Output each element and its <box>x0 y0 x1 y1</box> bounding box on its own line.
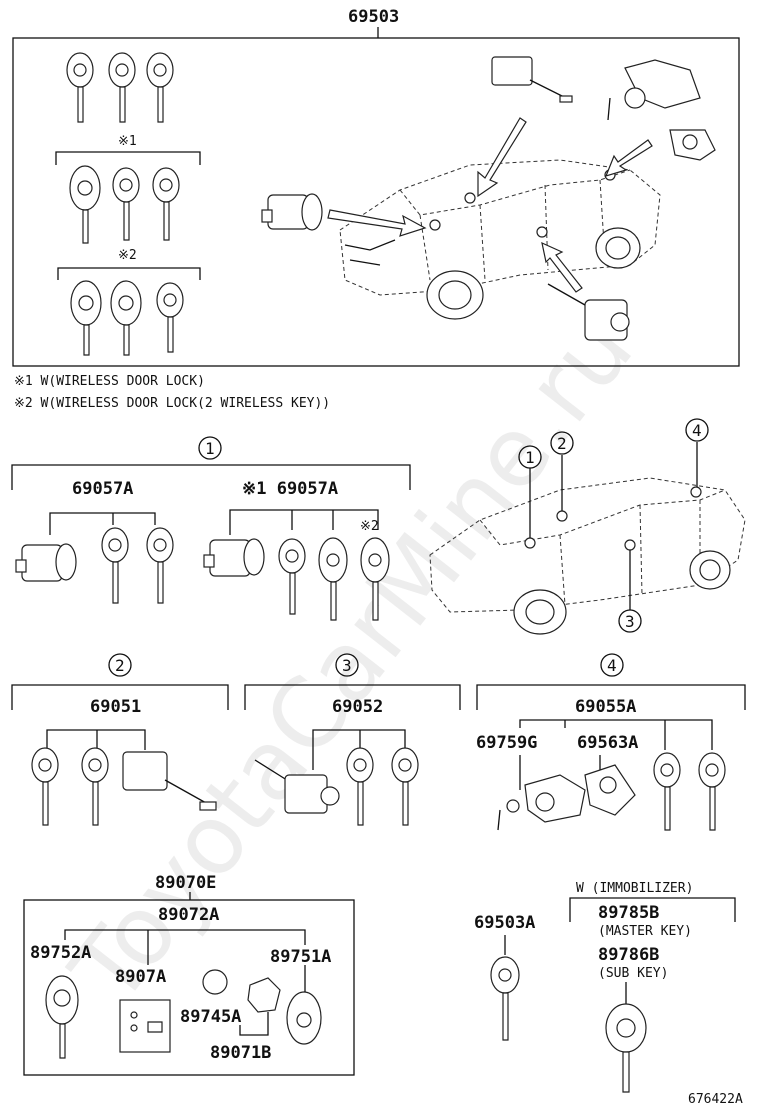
note-1: ※1 W(WIRELESS DOOR LOCK) <box>14 374 205 389</box>
arrow-ignition <box>327 209 427 237</box>
group4-keys <box>653 752 726 831</box>
group4-luggage-cylinder <box>497 774 586 831</box>
figure-id: 676422A <box>688 1092 743 1107</box>
remote-case <box>247 977 281 1013</box>
remote-hardware-kit <box>119 999 171 1053</box>
blank-key <box>490 956 520 1041</box>
index-callout-2-label: 2 <box>557 434 567 453</box>
callout-1-label: 1 <box>205 439 215 458</box>
remote-box <box>23 899 355 1076</box>
blank-key-number: 69503A <box>474 913 535 933</box>
callout-3-group: 3 <box>335 653 359 677</box>
group4-number: 69055A <box>575 697 636 717</box>
note-2: ※2 W(WIRELESS DOOR LOCK(2 WIRELESS KEY)) <box>14 396 330 411</box>
vehicle-illustration-index <box>429 477 746 635</box>
group2-number: 69051 <box>90 697 141 717</box>
remote-top-number: 89070E <box>155 873 216 893</box>
door-cylinder-top <box>547 283 630 341</box>
index-callout-4-label: 4 <box>692 421 702 440</box>
master-key-number: 89785B <box>598 903 659 923</box>
index-callout-1-label: 1 <box>525 448 535 467</box>
group3-keys <box>346 747 419 826</box>
top-assembly-box <box>12 37 740 367</box>
master-key-label: (MASTER KEY) <box>598 924 692 939</box>
group4-lock-plate <box>584 764 636 816</box>
group2-door-cylinder <box>122 751 217 811</box>
index-callout-2: 2 <box>550 431 574 455</box>
key-set-standard <box>66 52 174 123</box>
callout-4-group: 4 <box>600 653 624 677</box>
marker-2: ※2 <box>118 248 137 263</box>
group3-number: 69052 <box>332 697 383 717</box>
remote-transmitter <box>286 991 322 1045</box>
top-assembly-number: 69503 <box>348 7 399 27</box>
group1-right-ignition-cylinder <box>203 538 265 577</box>
callout-4-label: 4 <box>607 656 617 675</box>
group2-keys <box>31 747 109 826</box>
immobilizer-key <box>605 1003 647 1093</box>
remote-left-number: 89752A <box>30 943 91 963</box>
arrow-trunk-top <box>477 117 527 198</box>
trunk-cylinder-top <box>491 56 573 103</box>
index-callout-3-label: 3 <box>625 612 635 631</box>
index-callout-3: 3 <box>618 609 642 633</box>
luggage-cylinder-top <box>607 59 701 121</box>
index-callout-1: 1 <box>518 445 542 469</box>
remote-right-number: 89751A <box>270 947 331 967</box>
arrow-trunk <box>604 139 653 177</box>
remote-battery <box>202 969 228 995</box>
remote-key <box>45 975 79 1059</box>
group1-left-keys <box>101 527 174 604</box>
group1-left-number: 69057A <box>72 479 133 499</box>
callout-2-group: 2 <box>108 653 132 677</box>
group1-right-number: ※1 69057A <box>242 479 338 499</box>
arrow-door <box>541 241 583 293</box>
group3-door-cylinder <box>254 759 340 814</box>
vehicle-illustration-top <box>339 159 661 320</box>
key-set-wireless <box>69 165 180 244</box>
group1-sub-marker: ※2 <box>360 519 379 534</box>
key-set-two-wireless <box>70 280 184 356</box>
group4-sub-a: 69759G <box>476 733 537 753</box>
sub-key-number: 89786B <box>598 945 659 965</box>
remote-case-number: 89071B <box>210 1043 271 1063</box>
immobilizer-label: W (IMMOBILIZER) <box>576 881 693 896</box>
group4-sub-b: 69563A <box>577 733 638 753</box>
callout-2-label: 2 <box>115 656 125 675</box>
callout-1-group: 1 <box>198 436 222 460</box>
marker-1: ※1 <box>118 134 137 149</box>
sub-key-label: (SUB KEY) <box>598 966 668 981</box>
remote-battery-number: 89745A <box>180 1007 241 1027</box>
group1-right-keys <box>278 537 390 621</box>
lock-plate-top <box>669 129 716 161</box>
remote-center-number: 8907A <box>115 967 166 987</box>
remote-second-number: 89072A <box>158 905 219 925</box>
ignition-cylinder-top <box>261 193 323 231</box>
group1-ignition-cylinder <box>15 543 77 582</box>
index-callout-4: 4 <box>685 418 709 442</box>
callout-3-label: 3 <box>342 656 352 675</box>
